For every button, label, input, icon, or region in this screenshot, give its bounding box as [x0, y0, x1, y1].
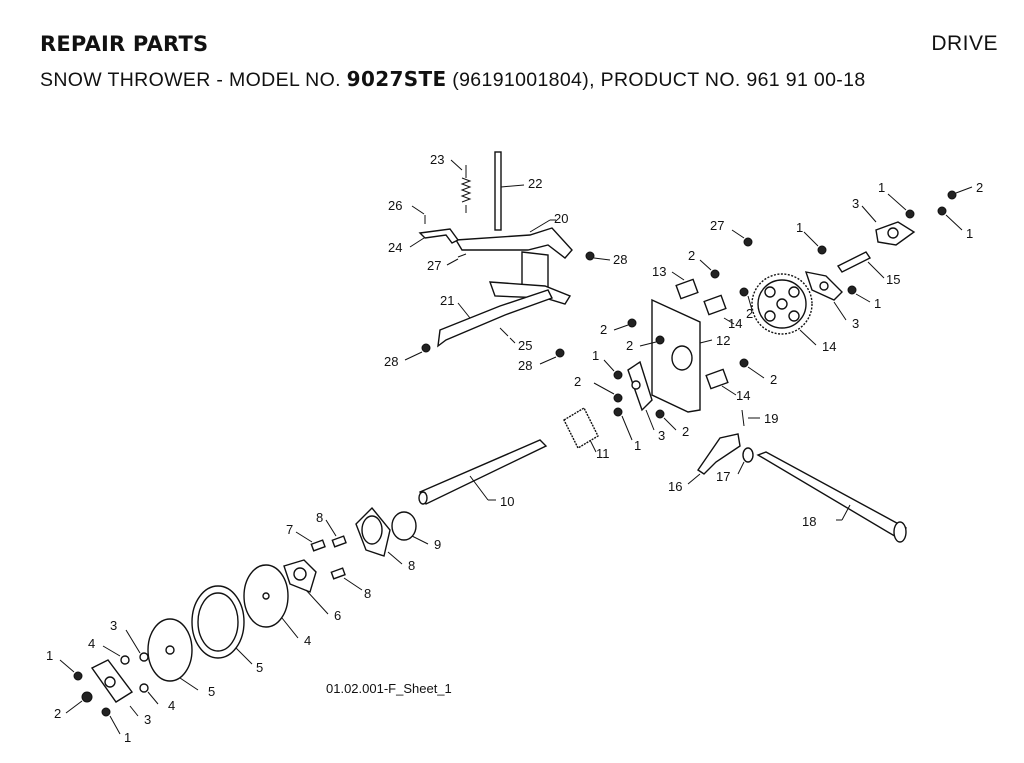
shaft-16	[836, 251, 885, 279]
gear-15	[751, 273, 817, 346]
callout-4: 4	[168, 698, 175, 713]
callout-10: 9	[434, 537, 441, 552]
callout-1: 1	[966, 226, 973, 241]
bracket-21	[454, 219, 573, 305]
end-hardware	[59, 659, 121, 735]
callout-19: 18	[802, 514, 816, 529]
callout-6: 5	[256, 660, 263, 675]
callout-26: 25	[518, 338, 532, 353]
callout-2: 2	[626, 338, 633, 353]
pin-25	[409, 228, 460, 248]
link-22	[437, 289, 553, 348]
bearing-plate-3	[627, 205, 916, 431]
callout-17: 16	[668, 479, 682, 494]
washer-18	[737, 447, 754, 475]
callout-5: 5	[208, 684, 215, 699]
callout-28: 28	[518, 358, 532, 373]
pin-20	[741, 409, 760, 427]
model-number: 9027STE	[346, 67, 447, 91]
callout-27: 27	[427, 258, 441, 273]
model-subtitle: SNOW THROWER - MODEL NO. 9027STE (961910…	[40, 67, 1002, 92]
callout-2: 2	[746, 306, 753, 321]
callout-5: 4	[304, 633, 311, 648]
callout-14: 13	[652, 264, 666, 279]
shaft-11	[418, 439, 548, 505]
callout-3: 3	[144, 712, 151, 727]
callout-1: 1	[46, 648, 53, 663]
callout-2: 2	[54, 706, 61, 721]
callout-labels: 1 1 1 1 1 1 1 1 2 2 2 2 2 2 2 2 2 3 3 3 …	[46, 152, 983, 745]
callout-8: 8	[316, 510, 323, 525]
callout-7: 6	[334, 608, 341, 623]
callout-2: 2	[682, 424, 689, 439]
small-parts-4	[102, 629, 159, 705]
callout-21: 20	[554, 211, 568, 226]
callout-1: 1	[874, 296, 881, 311]
callout-1: 1	[634, 438, 641, 453]
callout-11: 10	[500, 494, 514, 509]
callout-1: 1	[592, 348, 599, 363]
callout-2: 2	[770, 372, 777, 387]
callout-2: 2	[976, 180, 983, 195]
callout-20: 19	[764, 411, 778, 426]
hardware-1-2	[593, 186, 973, 441]
callout-18: 17	[716, 469, 730, 484]
callout-9: 8	[408, 558, 415, 573]
callout-23: 22	[528, 176, 542, 191]
callout-3: 3	[852, 316, 859, 331]
callout-27: 26	[388, 198, 402, 213]
bolts-8	[295, 519, 363, 591]
plate-13	[651, 298, 713, 413]
callout-2: 2	[574, 374, 581, 389]
callout-2: 2	[688, 248, 695, 263]
callout-16: 15	[886, 272, 900, 287]
bearing-7	[283, 559, 329, 615]
callout-12: 11	[596, 446, 610, 461]
tire-6	[191, 585, 253, 665]
callout-25: 24	[388, 240, 402, 255]
disc-5	[147, 564, 299, 691]
pins-26-27	[411, 205, 516, 344]
callout-8: 7	[286, 522, 293, 537]
screws-28	[404, 229, 753, 365]
callout-2: 2	[600, 322, 607, 337]
callout-8: 8	[364, 586, 371, 601]
callout-1: 1	[796, 220, 803, 235]
callout-1: 1	[878, 180, 885, 195]
callout-14: 14	[728, 316, 742, 331]
callout-24: 23	[430, 152, 444, 167]
callout-4: 4	[88, 636, 95, 651]
section-name: DRIVE	[931, 32, 998, 55]
callout-3: 3	[852, 196, 859, 211]
callout-28: 27	[710, 218, 724, 233]
sheet-identifier: 01.02.001-F_Sheet_1	[326, 681, 452, 696]
page-title: REPAIR PARTS	[40, 32, 209, 56]
shaft-19	[756, 451, 908, 543]
callout-13: 12	[716, 333, 730, 348]
callout-28: 28	[613, 252, 627, 267]
callout-1: 1	[124, 730, 131, 745]
callout-14: 14	[736, 388, 750, 403]
arm-17	[687, 433, 741, 485]
callout-28: 28	[384, 354, 398, 369]
spacers-14	[671, 271, 737, 396]
callout-15: 14	[822, 339, 836, 354]
hub-9	[355, 506, 403, 565]
subtitle-prefix: SNOW THROWER - MODEL NO.	[40, 69, 347, 91]
callout-22: 21	[440, 293, 454, 308]
gear-12	[563, 407, 599, 453]
spring-24	[450, 159, 472, 213]
rod-23	[494, 151, 525, 231]
subtitle-suffix: (96191001804), PRODUCT NO. 961 91 00-18	[446, 69, 866, 91]
callout-3: 3	[658, 428, 665, 443]
ring-10	[391, 511, 429, 545]
end-plate-3	[90, 659, 139, 717]
callout-4: 3	[110, 618, 117, 633]
